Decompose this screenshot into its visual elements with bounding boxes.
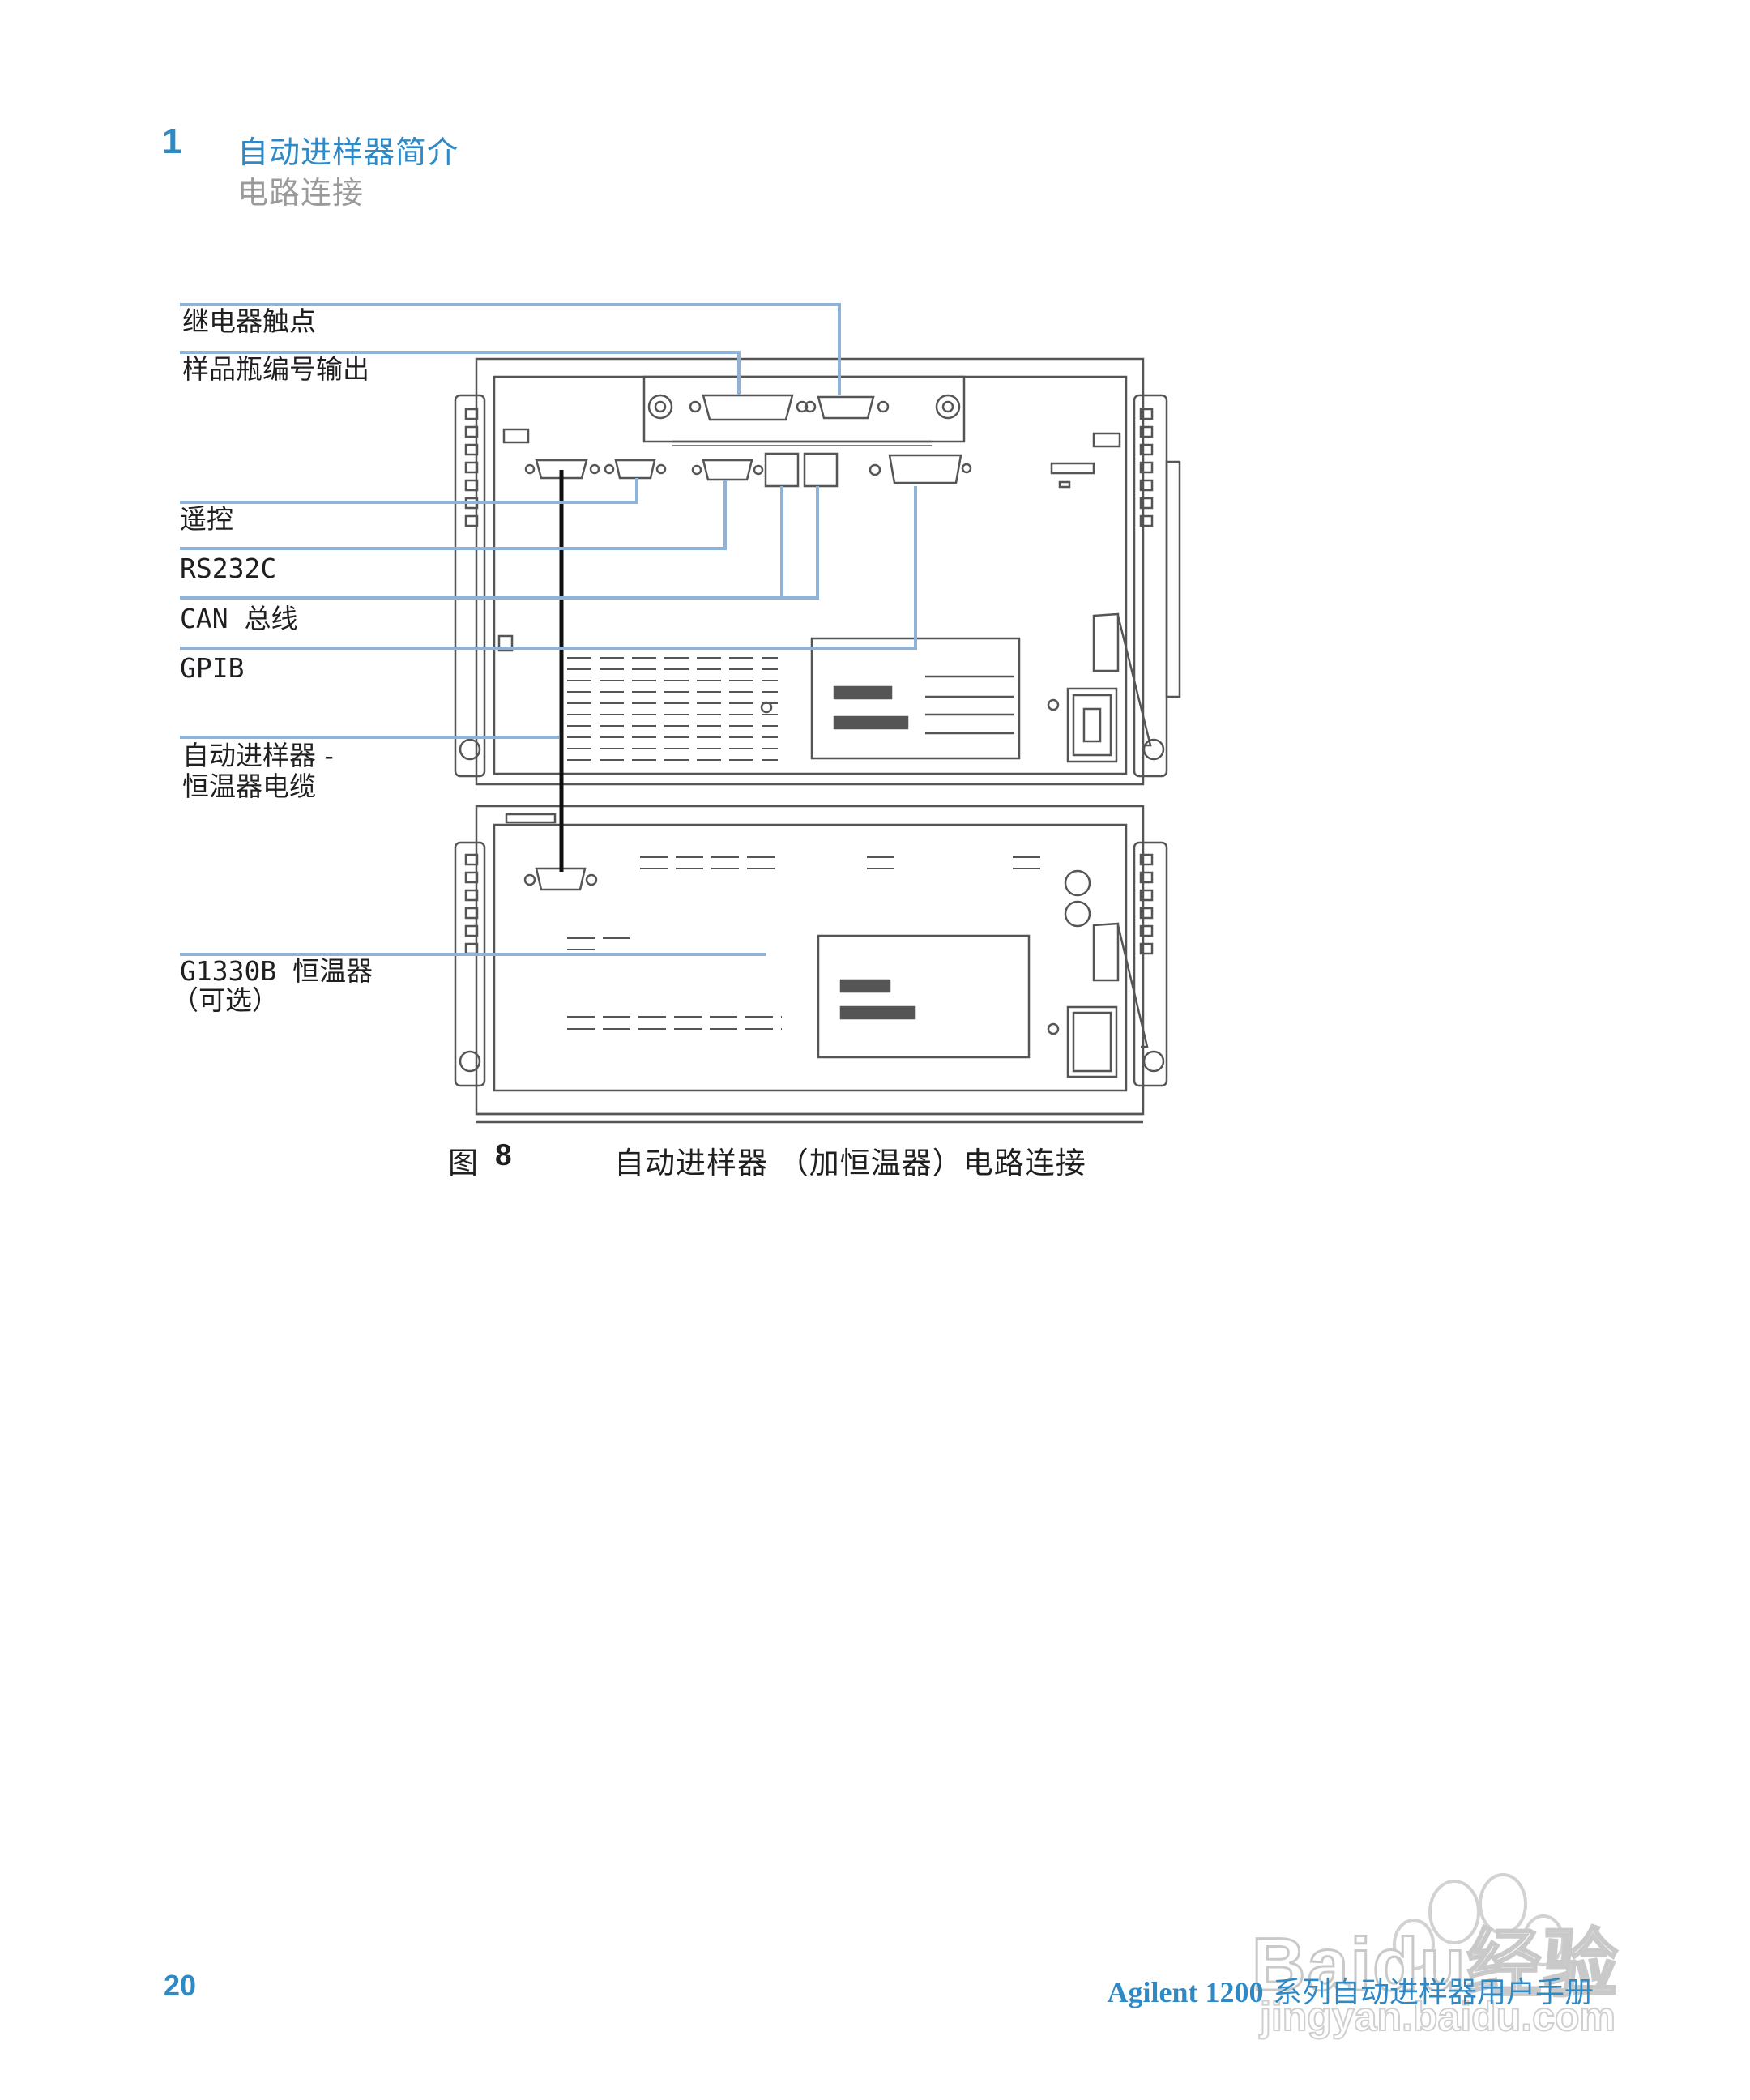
rail-slots [464,408,1154,527]
baidu-paw-watermark-icon [1393,1873,1564,1970]
chapter-number: 1 [162,122,182,161]
callout-vial-number-output: 样品瓶编号输出 [182,353,369,385]
chapter-title: 自动进样器简介 [237,134,459,170]
callout-can-bus: CAN 总线 [180,603,298,634]
callout-thermostat-line1: G1330B 恒温器 [180,955,373,987]
watermark-main: Baidu经验 [1251,1923,1620,2008]
callout-thermostat-cable-line1: 自动进样器 - [182,740,334,771]
autosampler-rear-panel [454,357,1181,786]
figure-caption-text: 自动进样器 （加恒温器）电路连接 [614,1146,1086,1180]
footer-manual-title: Agilent 1200 系列自动进样器用户手册 [1108,1969,1594,2011]
page-number: 20 [164,1969,197,2002]
callout-rs232c: RS232C [180,553,277,584]
callout-gpib: GPIB [180,652,245,684]
callout-thermostat-line2: （可选） [172,984,279,1016]
watermark-url: jingyan.baidu.com [1259,1993,1616,2040]
autosampler-connection-diagram [180,303,1181,1124]
callout-thermostat-cable-line2: 恒温器电缆 [182,770,316,802]
callout-relay-contacts: 继电器触点 [182,305,316,337]
footer-title-text: 系列自动进样器用户手册 [1272,1976,1594,2009]
section-title: 电路连接 [237,175,365,211]
callout-remote: 遥控 [180,503,233,535]
vent-grille [567,657,778,761]
figure-caption-label: 图 [448,1146,478,1180]
figure-caption-number: 8 [495,1138,512,1172]
thermostat-rear-panel [454,805,1168,1124]
footer-brand: Agilent 1200 [1107,1976,1264,2008]
callout-leader-lines [180,303,917,956]
